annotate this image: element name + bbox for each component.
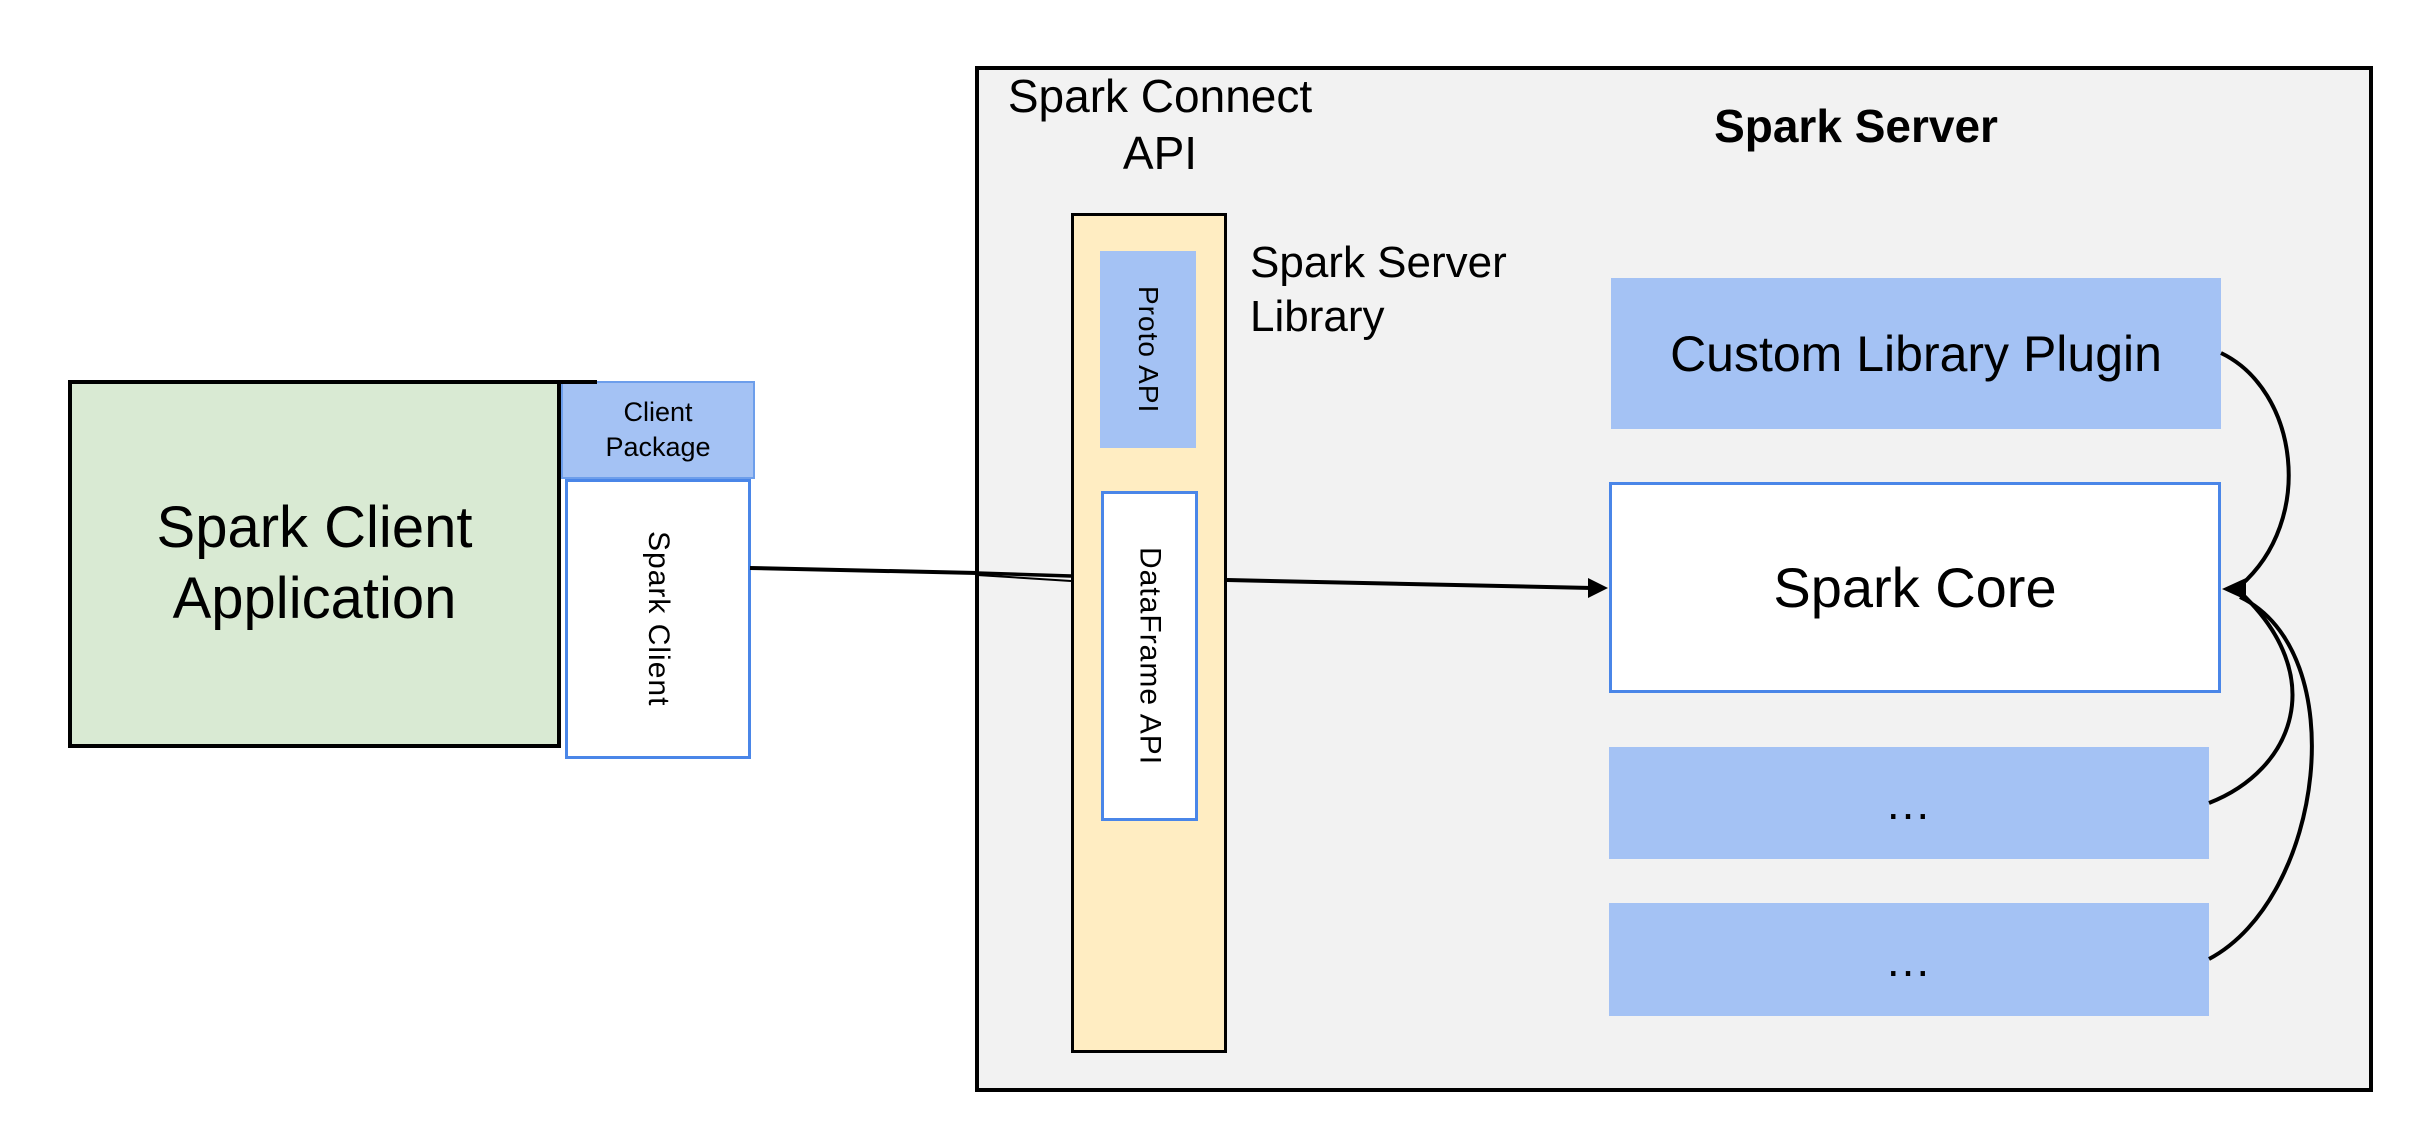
spark-client-application-label: Spark Client Application	[157, 493, 473, 635]
custom-library-plugin-box: Custom Library Plugin	[1611, 278, 2221, 429]
spark-client-box: Spark Client	[565, 479, 751, 759]
spark-server-library-label: Spark Server Library	[1250, 236, 1680, 343]
additional-plugin-box-1: ...	[1609, 747, 2209, 859]
spark-server-library-label-line2: Library	[1250, 291, 1385, 341]
spark-server-library-label-line1: Spark Server	[1250, 238, 1507, 287]
spark-client-application-box: Spark Client Application	[68, 380, 561, 748]
client-package-label-line1: Client	[623, 396, 693, 427]
connector-client-to-server-border	[749, 566, 978, 575]
client-package-box: Client Package	[561, 381, 755, 479]
spark-client-application-label-line2: Application	[172, 566, 457, 631]
spark-core-box: Spark Core	[1609, 482, 2221, 693]
spark-client-application-label-line1: Spark Client	[156, 495, 473, 561]
dataframe-api-box: DataFrame API	[1101, 491, 1198, 821]
spark-connect-api-label-line2: API	[1122, 127, 1198, 180]
spark-server-title: Spark Server	[1714, 100, 1998, 152]
additional-plugin-box-2: ...	[1609, 903, 2209, 1016]
client-package-label-line2: Package	[605, 432, 711, 462]
client-package-label: Client Package	[605, 395, 710, 465]
spark-connect-api-label: Spark Connect API	[1000, 68, 1320, 182]
proto-api-box: Proto API	[1100, 251, 1196, 448]
spark-connect-api-label-line1: Spark Connect	[1007, 70, 1313, 122]
